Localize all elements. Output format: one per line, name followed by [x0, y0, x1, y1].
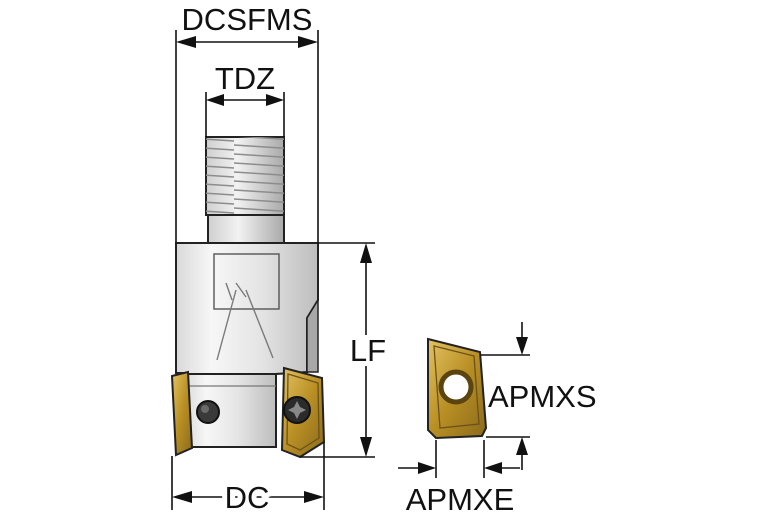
body-flat	[213, 253, 280, 310]
label-tdz: TDZ	[215, 61, 275, 96]
label-dc: DC	[225, 480, 270, 515]
cutter-body	[170, 136, 326, 459]
indexable-insert-icon	[427, 337, 488, 440]
dimension-lines	[171, 30, 530, 510]
label-apmxs: APMXS	[488, 379, 597, 414]
label-dcsfms: DCSFMS	[182, 2, 313, 37]
dimension-arrowheads	[172, 36, 528, 503]
coolant-channels	[216, 282, 274, 361]
shank-neck	[207, 214, 285, 246]
torx-screw-icon	[283, 396, 311, 424]
screw-icon	[196, 400, 220, 424]
label-apmxe: APMXE	[406, 482, 515, 517]
left-insert	[170, 370, 194, 457]
chip-pocket	[306, 297, 319, 373]
label-lf: LF	[350, 333, 386, 368]
